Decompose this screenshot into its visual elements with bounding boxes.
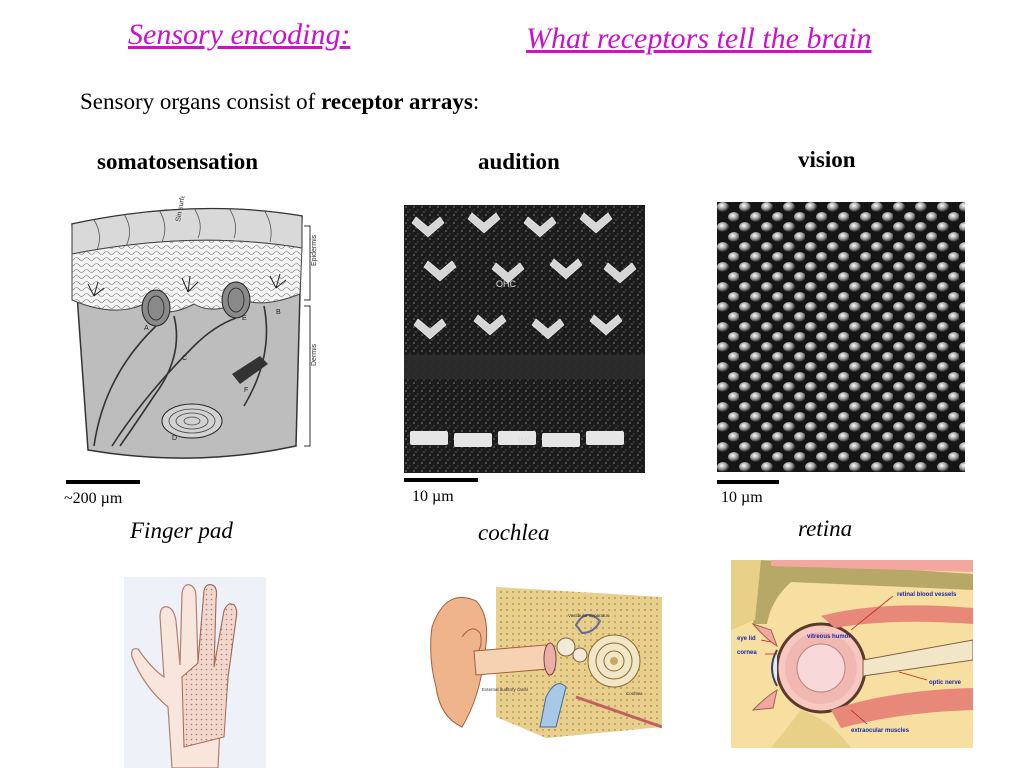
scale-bar-retina	[717, 480, 779, 484]
eye-label-retinal-vessels: retinal blood vessels	[897, 592, 957, 598]
slide-title-right: What receptors tell the brain	[526, 22, 872, 55]
scale-label-retina: 10 µm	[721, 489, 763, 506]
hand-illustration	[124, 577, 266, 768]
skin-label-c: C	[182, 355, 187, 362]
skin-label-a: A	[144, 325, 149, 332]
skin-label-b: B	[276, 309, 281, 316]
caption-retina: retina	[798, 516, 853, 541]
eye-label-cornea: cornea	[737, 650, 757, 656]
skin-label-e: E	[242, 315, 247, 322]
eye-anatomy-illustration: retinal blood vessels eye lid cornea vit…	[731, 560, 973, 748]
ear-label-cochlea: Cochlea	[626, 691, 643, 696]
eye-label-extraocular: extraocular muscles	[851, 728, 910, 734]
heading-somatosensation: somatosensation	[97, 149, 259, 174]
scale-label-skin: ~200 µm	[64, 490, 123, 507]
scale-bar-cochlea	[404, 478, 478, 482]
micrograph-label-ohc: OHC	[496, 279, 517, 289]
scale-label-cochlea: 10 µm	[412, 488, 454, 505]
heading-vision: vision	[798, 147, 856, 172]
heading-audition: audition	[478, 149, 560, 174]
ear-label-vestibular: Vestibular apparatus	[568, 613, 610, 618]
micrograph-label-ihc: IHC	[518, 435, 534, 445]
intro-bold-term: receptor arrays	[321, 89, 473, 114]
hair-cell-micrograph: OHC IHC	[404, 205, 645, 473]
skin-cross-section-figure: Sin surface Epidermis Dermis A B C D E F	[71, 196, 318, 459]
slide-title-left: Sensory encoding:	[128, 18, 351, 51]
ear-anatomy-illustration: External auditory canal Vestibular appar…	[426, 577, 662, 738]
ear-label-external-canal: External auditory canal	[482, 687, 528, 692]
skin-label-f: F	[244, 387, 248, 394]
intro-suffix: :	[472, 89, 480, 114]
eye-label-vitreous: vitreous humor	[807, 634, 851, 640]
intro-prefix: Sensory organs consist of	[80, 89, 322, 114]
caption-cochlea: cochlea	[478, 520, 550, 545]
skin-label-epidermis: Epidermis	[311, 234, 318, 266]
intro-sentence: Sensory organs consist of receptor array…	[80, 89, 479, 115]
eye-label-eye-lid: eye lid	[737, 636, 756, 642]
skin-label-d: D	[172, 435, 177, 442]
photoreceptor-mosaic	[717, 202, 965, 472]
skin-label-dermis: Dermis	[311, 343, 318, 366]
scale-bar-skin	[66, 480, 140, 484]
eye-label-optic-nerve: optic nerve	[929, 680, 962, 686]
caption-finger-pad: Finger pad	[130, 518, 233, 543]
